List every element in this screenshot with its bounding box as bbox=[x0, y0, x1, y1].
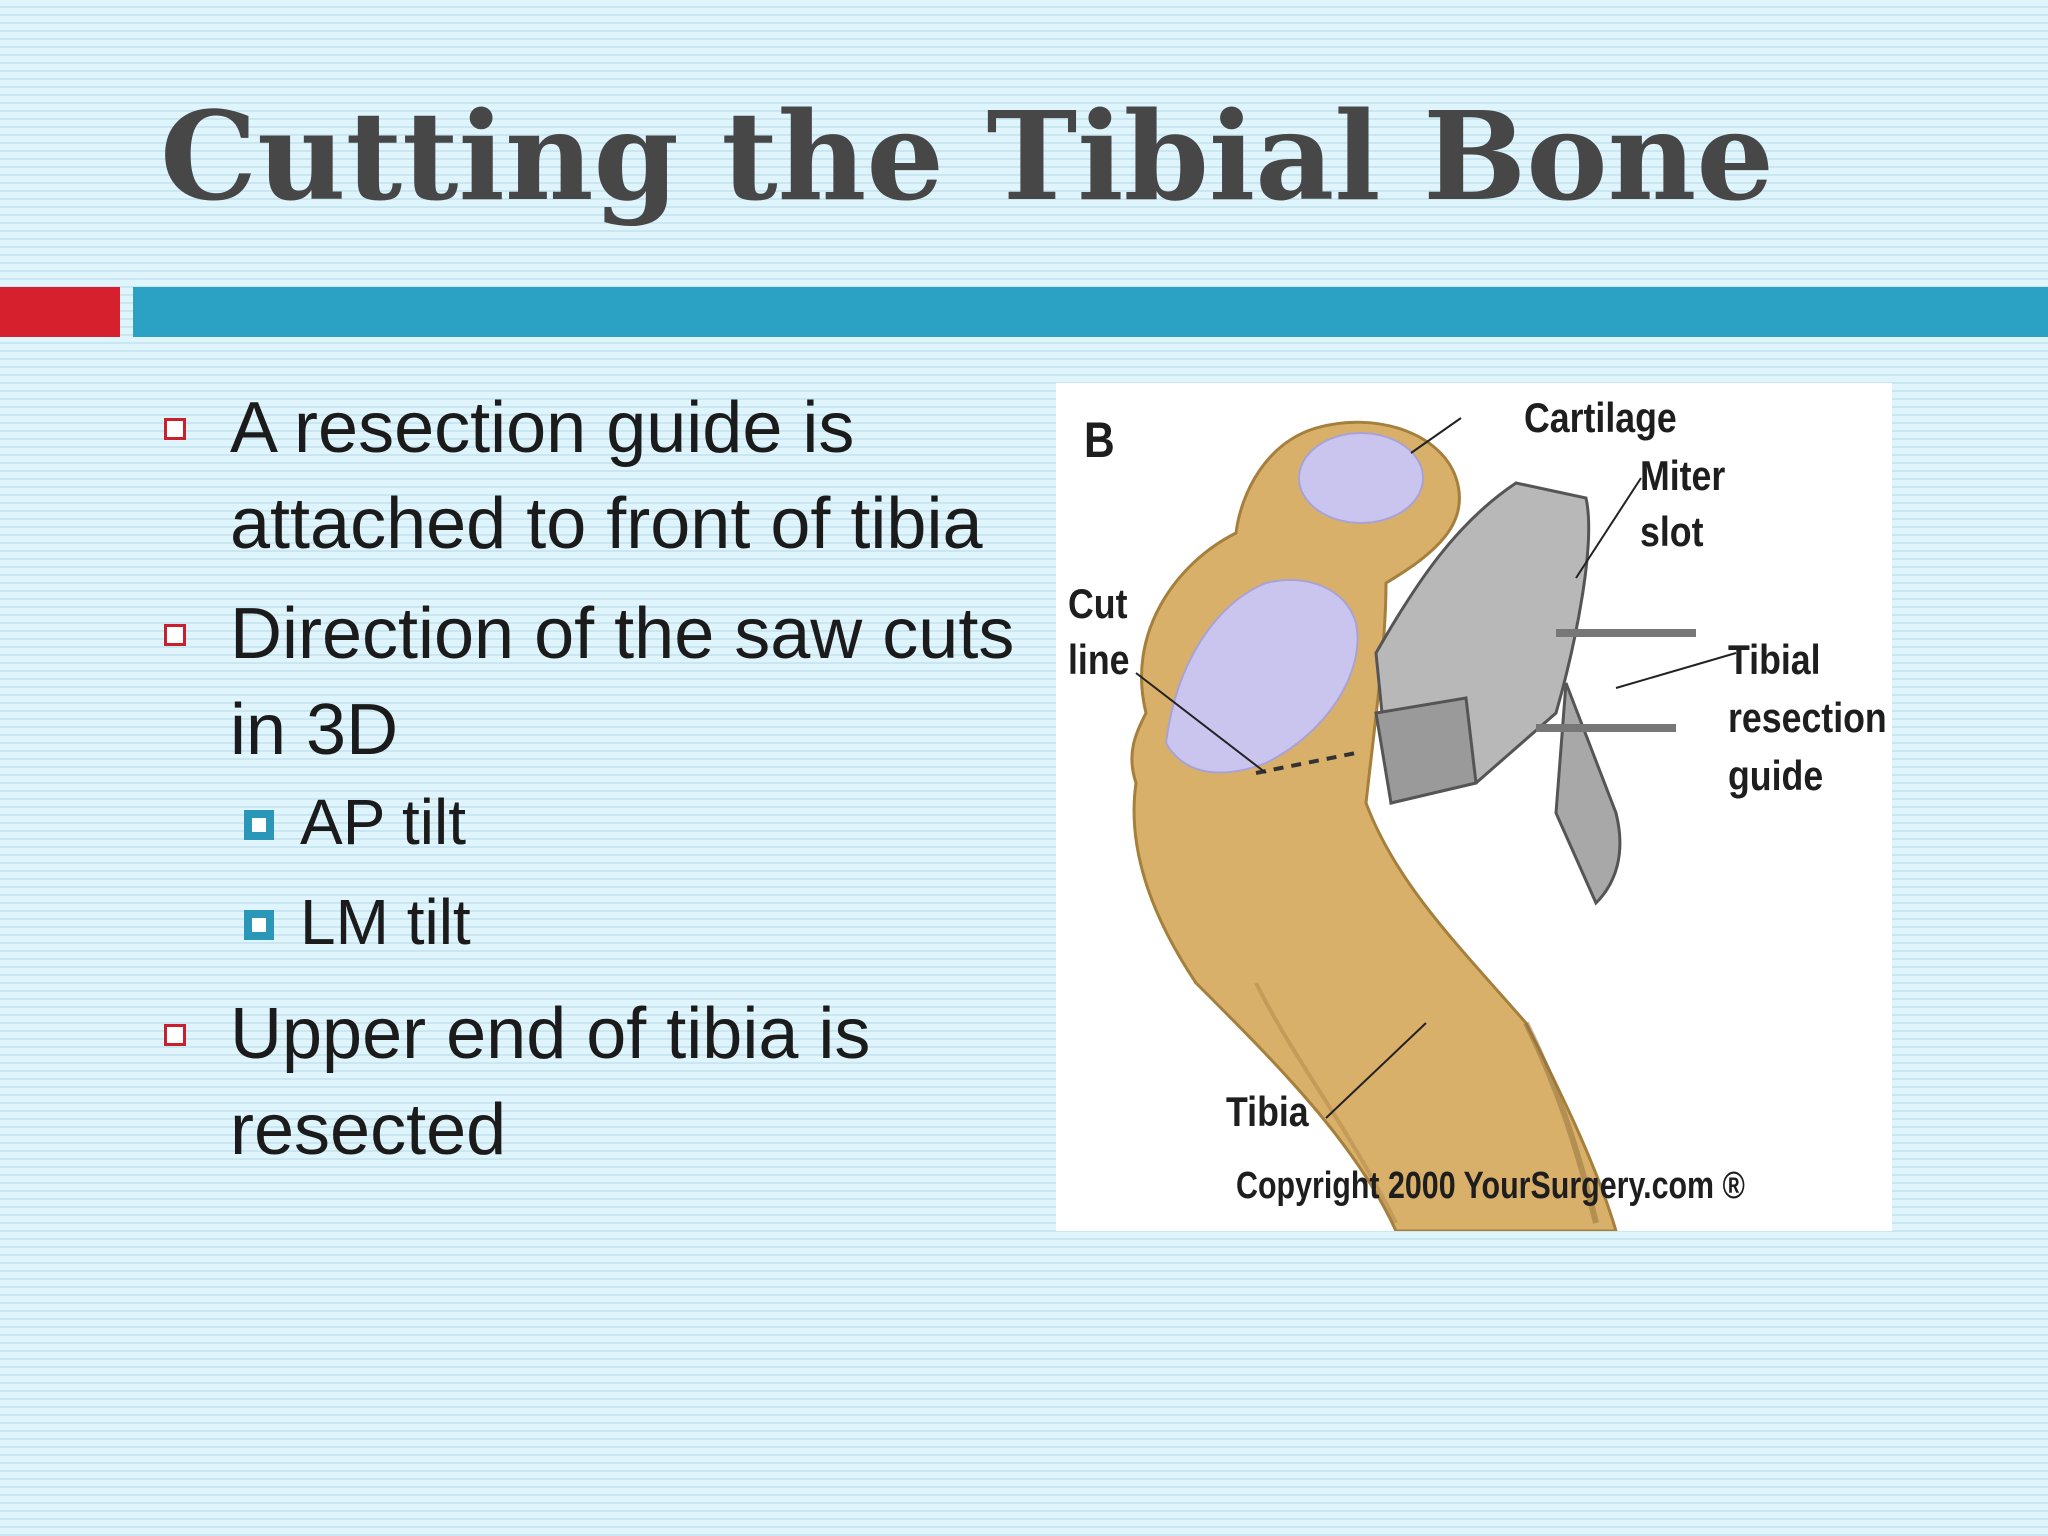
leader-line-cut-line bbox=[1135, 672, 1267, 774]
label-miter: Miter bbox=[1640, 452, 1726, 499]
label-cartilage: Cartilage bbox=[1524, 394, 1677, 441]
label-slot: slot bbox=[1640, 508, 1704, 555]
sub-bullet-item: LM tilt bbox=[160, 872, 1040, 972]
label-guide: guide bbox=[1728, 752, 1824, 799]
cartilage-cut-surface bbox=[1164, 578, 1359, 774]
filled-square-bullet-icon bbox=[244, 810, 274, 840]
bullet-text: A resection guide is attached to front o… bbox=[230, 388, 983, 564]
tibia-illustration: B Cartilage Miter slot Cut line Tibial r… bbox=[1056, 383, 1892, 1231]
bone-shading bbox=[1254, 982, 1398, 1224]
label-tibial: Tibial bbox=[1728, 636, 1821, 683]
leader-line-tibia bbox=[1325, 1022, 1427, 1119]
resection-guide-front bbox=[1374, 696, 1478, 805]
hollow-square-bullet-icon bbox=[164, 418, 186, 440]
bullet-item: Upper end of tibia is resected bbox=[160, 986, 1040, 1178]
title-accent-teal-bar bbox=[133, 287, 2048, 337]
leader-line-miter-slot bbox=[1575, 477, 1642, 579]
sub-bullet-text: AP tilt bbox=[300, 786, 466, 858]
sub-bullet-text: LM tilt bbox=[300, 886, 471, 958]
bullet-text: Direction of the saw cuts in 3D bbox=[230, 594, 1015, 770]
bullet-text: Upper end of tibia is resected bbox=[230, 994, 871, 1170]
guide-handle bbox=[1554, 682, 1622, 906]
figure-letter: B bbox=[1084, 412, 1115, 468]
leader-line-cartilage bbox=[1410, 417, 1462, 454]
tibia-drawing bbox=[1130, 417, 1737, 1231]
bone-shading bbox=[1523, 1021, 1599, 1224]
label-resection: resection bbox=[1728, 694, 1887, 741]
sub-bullet-list: AP tilt LM tilt bbox=[160, 772, 1040, 972]
label-cut: Cut bbox=[1068, 580, 1128, 627]
copyright-notice: Copyright 2000 YourSurgery.com ® bbox=[1236, 1165, 1745, 1207]
cartilage-top-patch bbox=[1298, 432, 1424, 524]
bullet-item: Direction of the saw cuts in 3D bbox=[160, 586, 1040, 778]
bullet-list: A resection guide is attached to front o… bbox=[160, 380, 1040, 1192]
label-line: line bbox=[1068, 636, 1130, 683]
filled-square-bullet-icon bbox=[244, 910, 274, 940]
hollow-square-bullet-icon bbox=[164, 1024, 186, 1046]
title-accent-red-bar bbox=[0, 287, 120, 337]
bullet-item: A resection guide is attached to front o… bbox=[160, 380, 1040, 572]
leader-line-guide bbox=[1615, 652, 1737, 689]
sub-bullet-item: AP tilt bbox=[160, 772, 1040, 872]
label-tibia: Tibia bbox=[1226, 1088, 1309, 1135]
hollow-square-bullet-icon bbox=[164, 624, 186, 646]
slide-title: Cutting the Tibial Bone bbox=[160, 84, 1774, 228]
